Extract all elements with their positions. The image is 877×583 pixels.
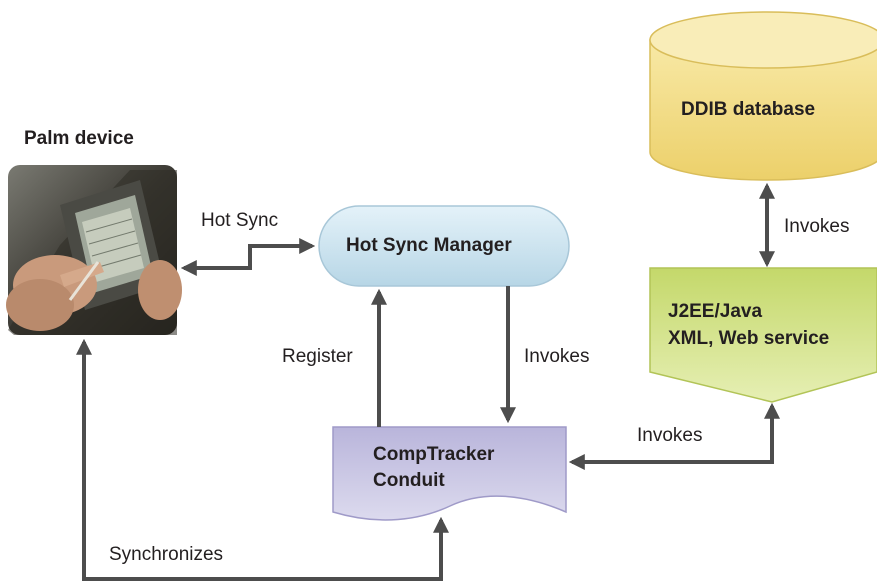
db-invokes-edge-label: Invokes — [784, 216, 850, 237]
j2ee-conduit-edge-label: Invokes — [637, 425, 703, 446]
comptracker-conduit-node — [332, 426, 567, 521]
j2ee-conduit-arrow — [568, 402, 780, 470]
palm-device-title: Palm device — [24, 128, 134, 149]
synchronizes-edge-label: Synchronizes — [109, 544, 224, 565]
hot-sync-manager-label: Hot Sync Manager — [346, 235, 512, 256]
palm-hotsync-arrow — [180, 238, 316, 276]
hot-sync-edge-label: Hot Sync — [201, 210, 279, 231]
comptracker-label-line2: Conduit — [373, 470, 445, 491]
manager-invokes-edge-label: Invokes — [524, 346, 590, 367]
palm-device-image — [6, 165, 182, 335]
ddib-database-label: DDIB database — [681, 99, 816, 120]
synchronizes-arrow — [76, 338, 449, 581]
comptracker-label-line1: CompTracker — [373, 444, 495, 465]
ddib-database-node — [649, 11, 877, 181]
register-edge-label: Register — [282, 346, 353, 367]
hot-sync-manager-node — [318, 205, 570, 287]
j2ee-label-line1: J2EE/Java — [668, 301, 763, 322]
j2ee-node — [649, 267, 877, 403]
j2ee-label-line2: XML, Web service — [668, 328, 830, 349]
